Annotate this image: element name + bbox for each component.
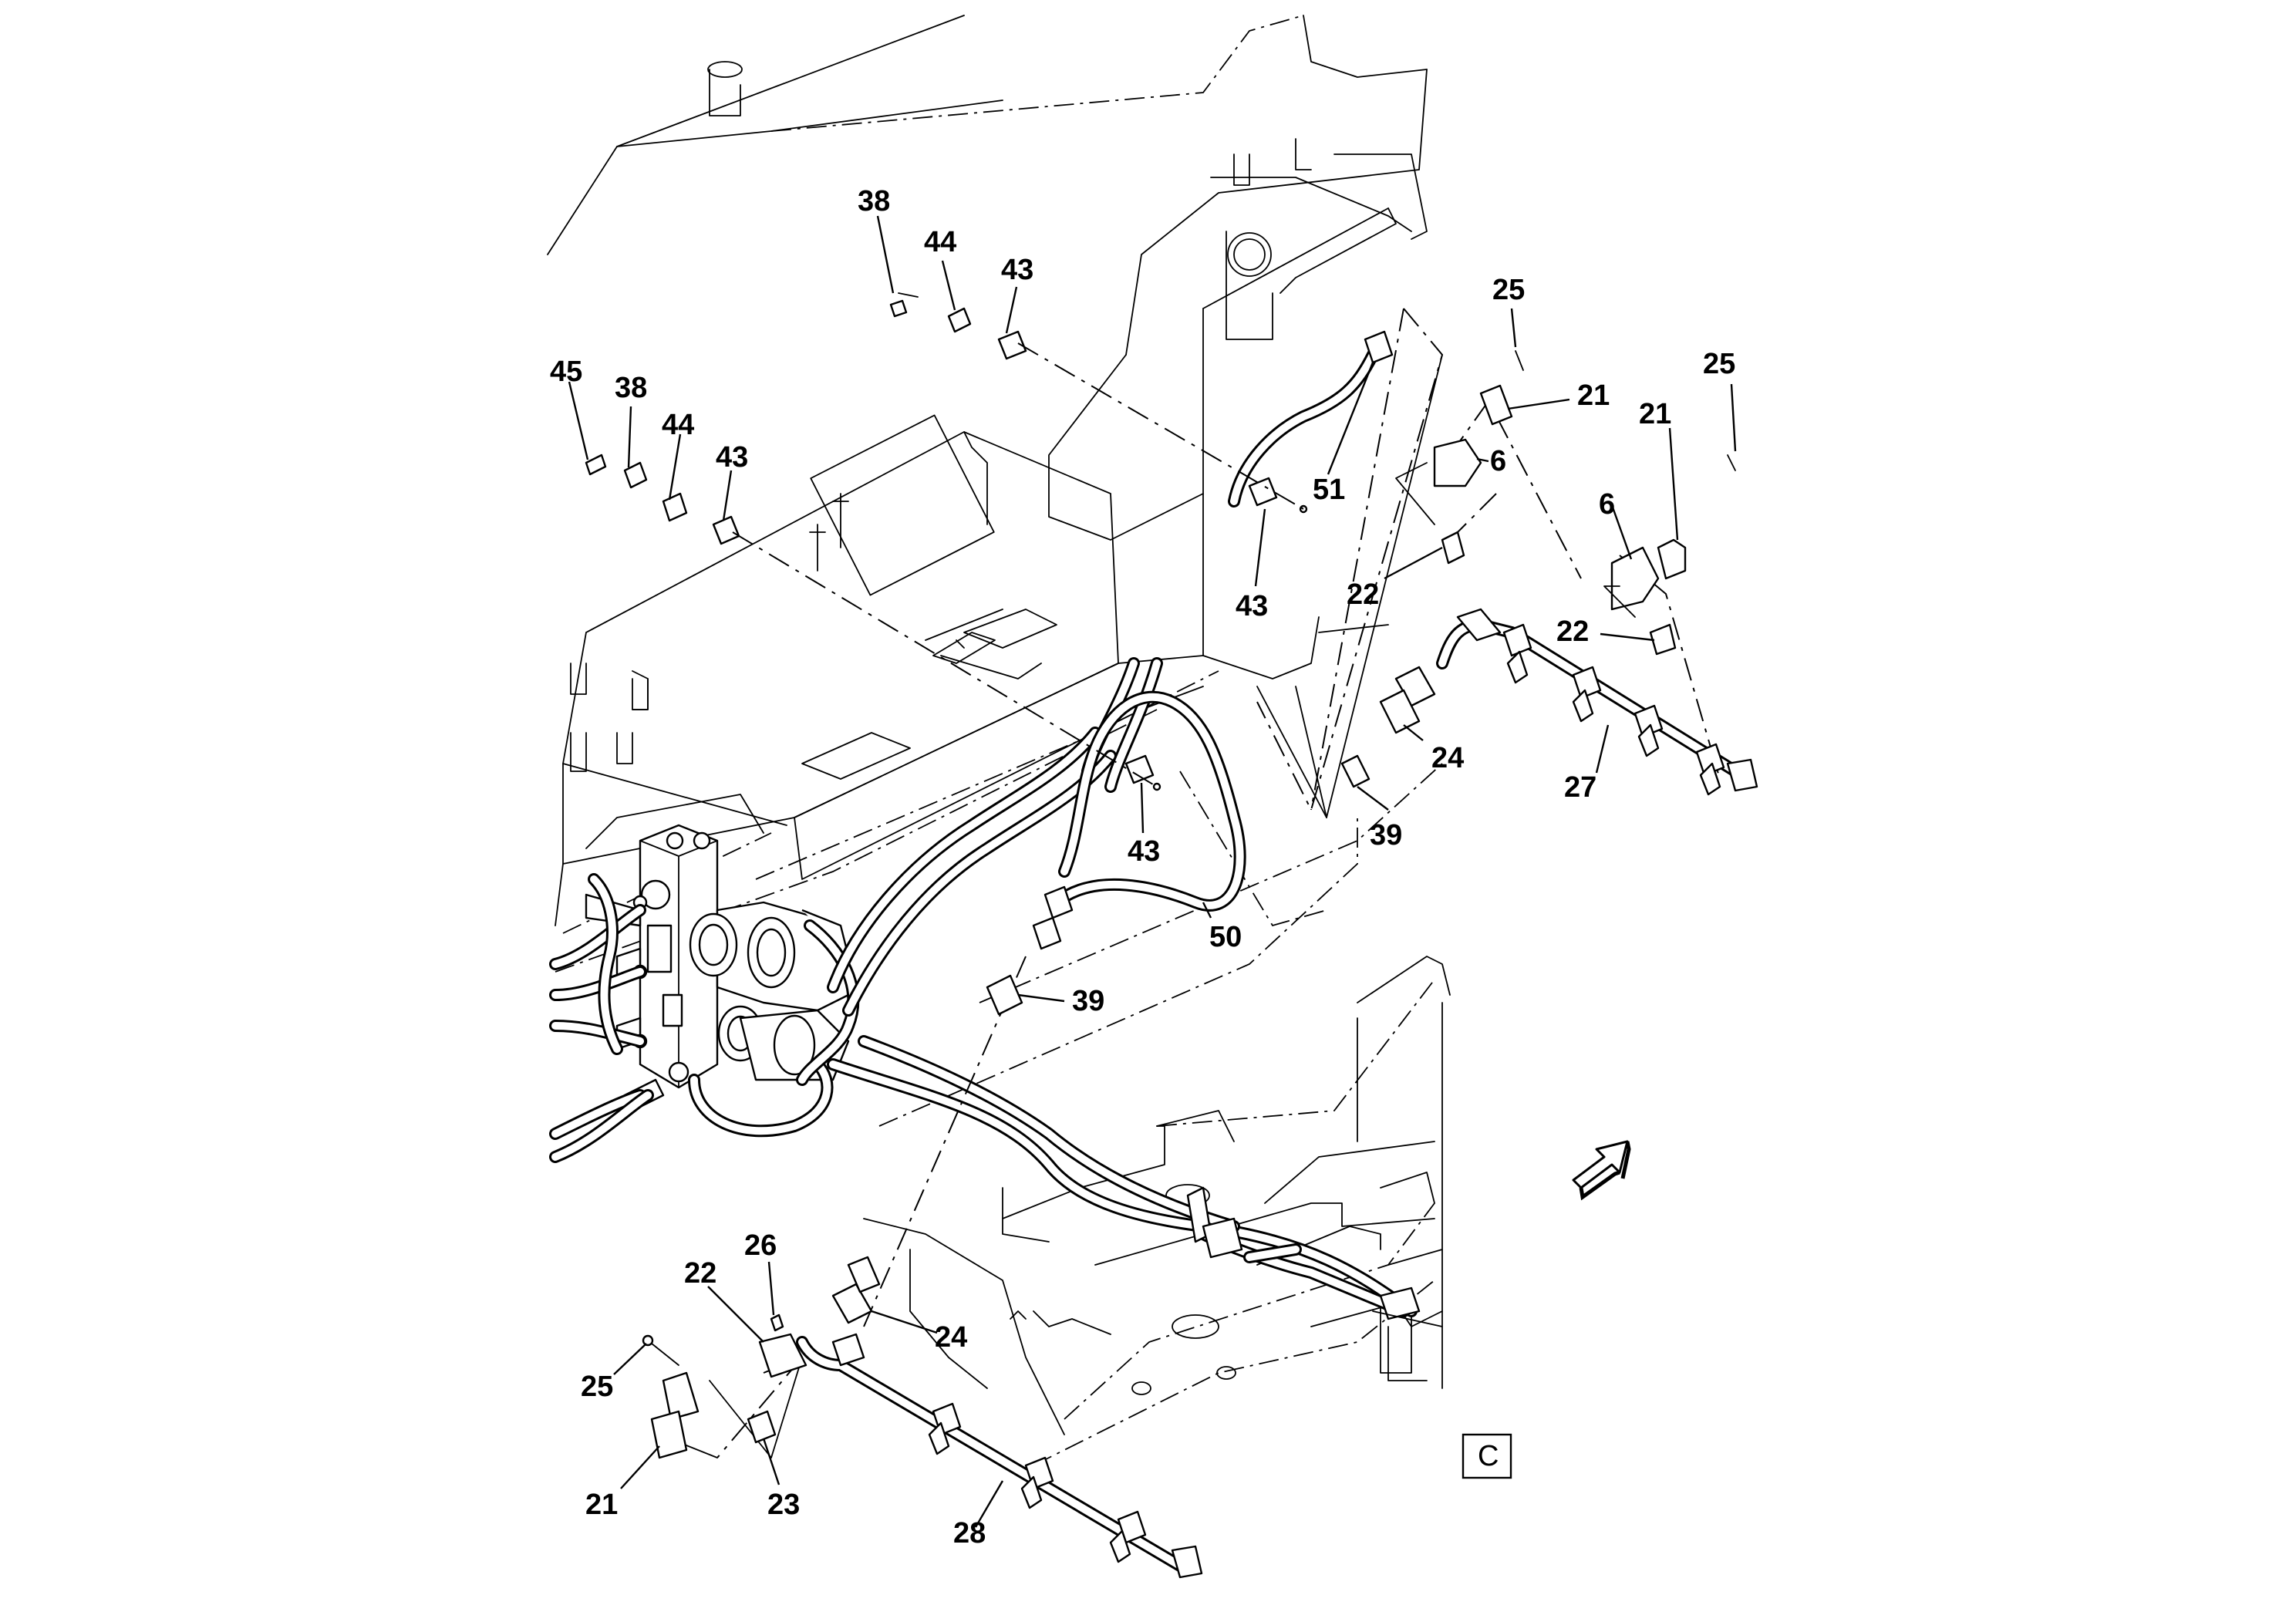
callout-27: 27 [1564,771,1596,804]
callout-24: 24 [935,1321,967,1354]
callout-43: 43 [1236,590,1268,622]
callout-43: 43 [716,441,748,474]
callout-50: 50 [1209,921,1242,953]
callout-28: 28 [953,1517,986,1549]
callout-22: 22 [1556,615,1589,648]
explode-lines [678,308,1721,1458]
callout-43: 43 [1128,835,1160,868]
valve-block-assembly [585,824,850,1112]
callout-51: 51 [1313,474,1345,506]
callout-39: 39 [1072,985,1104,1017]
callout-45: 45 [550,356,582,388]
callout-23: 23 [767,1489,800,1521]
callout-39: 39 [1370,819,1402,851]
callout-25: 25 [1492,274,1525,306]
callout-43: 43 [1001,254,1033,286]
tube-assembly-28 [642,916,1203,1579]
callout-38: 38 [858,185,890,218]
hydraulic-lines [549,330,1443,1327]
callout-22: 22 [684,1257,716,1290]
view-label-text: C [1478,1440,1499,1472]
callout-44: 44 [924,226,956,258]
leader-lines [568,215,1737,1528]
callout-21: 21 [1639,398,1671,430]
tube-assembly-27 [1340,350,1758,796]
callout-21: 21 [1577,379,1610,412]
callout-labels: 38 44 43 45 38 44 43 51 43 43 50 39 25 2… [550,185,1735,1549]
callout-38: 38 [615,372,647,404]
callout-44: 44 [662,409,694,441]
callout-25: 25 [1703,348,1735,380]
callout-22: 22 [1347,578,1379,611]
callout-26: 26 [744,1229,777,1262]
callout-21: 21 [585,1489,618,1521]
view-label: C [1462,1433,1512,1479]
callout-25: 25 [581,1371,613,1403]
arrow-icon [1572,1140,1631,1201]
callout-6: 6 [1490,445,1506,477]
callout-6: 6 [1599,488,1615,521]
callout-24: 24 [1431,742,1464,774]
